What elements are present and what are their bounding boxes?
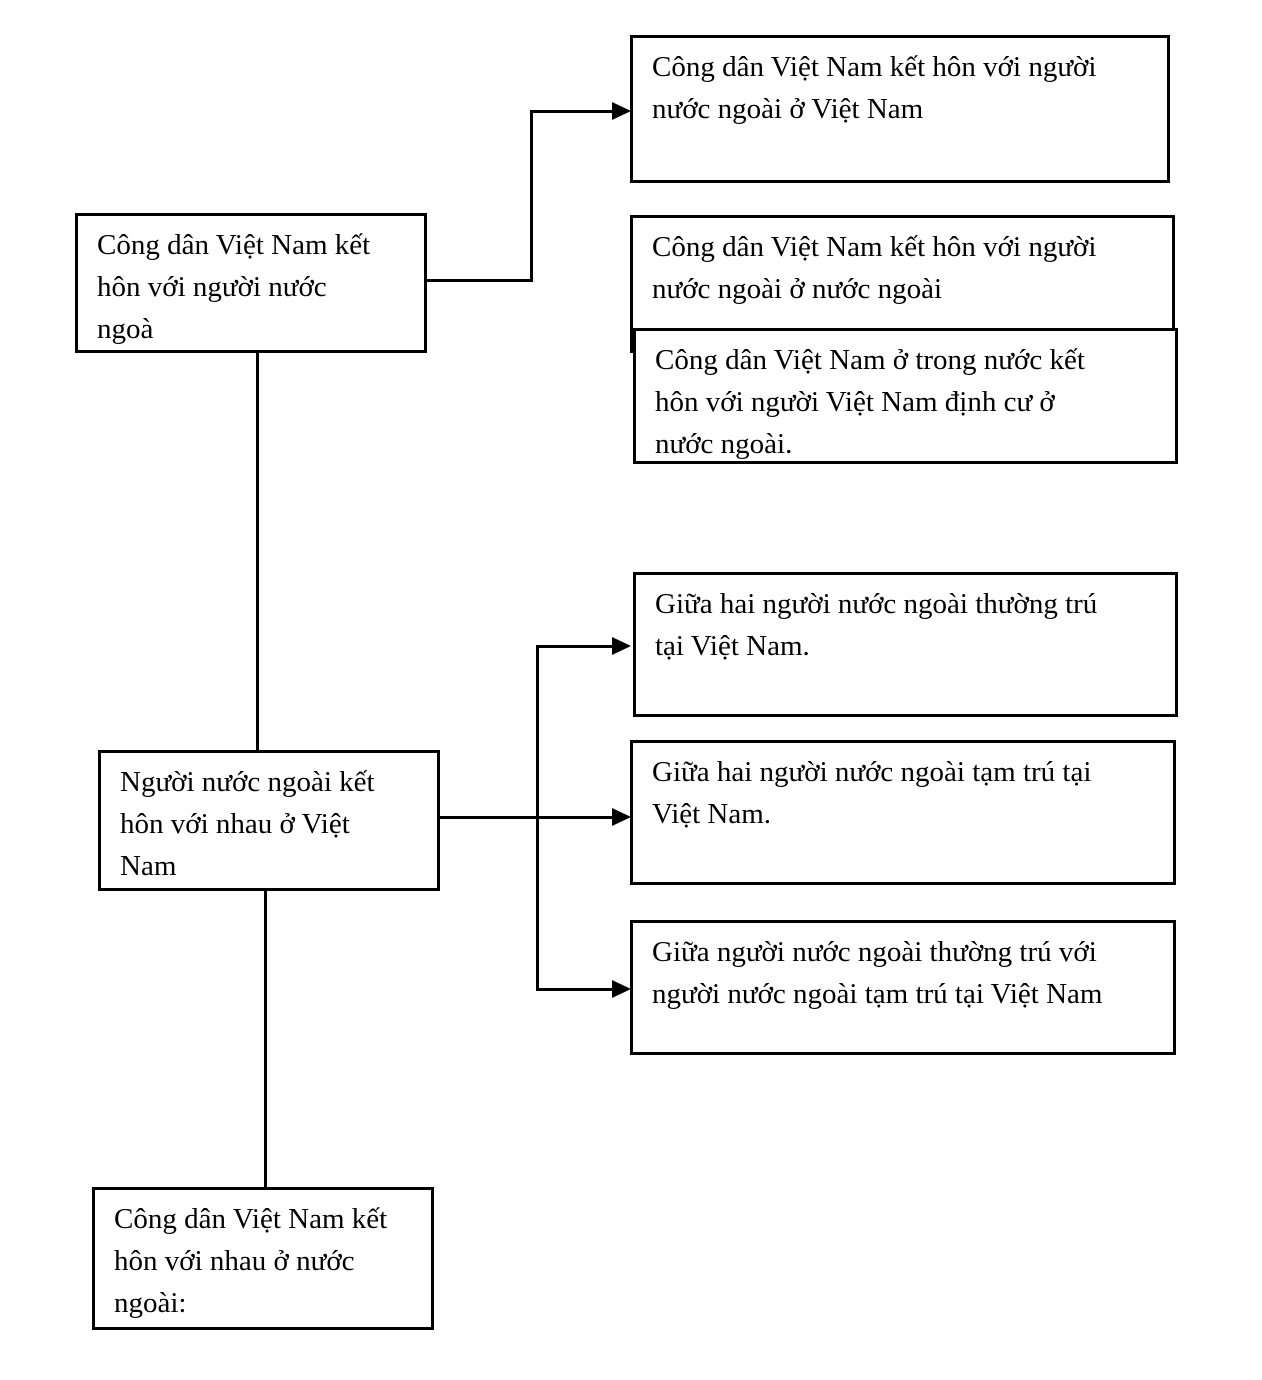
- node-citizen-marries-foreigner: Công dân Việt Nam kết hôn với người nước…: [75, 213, 427, 353]
- connector-left1-to-right1-line: [530, 110, 616, 113]
- arrowhead-icon: [612, 980, 631, 998]
- connector-left1-horizontal-line: [427, 279, 533, 282]
- node-two-foreigners-temporary: Giữa hai người nước ngoài tạm trú tại Vi…: [630, 740, 1176, 885]
- connector-left1-vertical-line: [530, 110, 533, 282]
- node-citizen-overseas-vietnamese: Công dân Việt Nam ở trong nước kết hôn v…: [633, 328, 1178, 464]
- connector-left2-trunk-line: [440, 816, 616, 819]
- connector-left1-to-left2-line: [256, 353, 259, 750]
- node-foreigners-marry-in-vietnam: Người nước ngoài kết hôn với nhau ở Việt…: [98, 750, 440, 891]
- node-citizen-foreigner-in-vietnam: Công dân Việt Nam kết hôn với người nước…: [630, 35, 1170, 183]
- connector-left2-to-right4-line: [536, 645, 616, 648]
- connector-left2-to-left3-line: [264, 891, 267, 1187]
- arrowhead-icon: [612, 808, 631, 826]
- arrowhead-icon: [612, 102, 631, 120]
- connector-left2-branch-vertical-line: [536, 645, 539, 991]
- node-two-foreigners-permanent: Giữa hai người nước ngoài thường trú tại…: [633, 572, 1178, 717]
- node-citizens-marry-abroad: Công dân Việt Nam kết hôn với nhau ở nướ…: [92, 1187, 434, 1330]
- node-permanent-with-temporary: Giữa người nước ngoài thường trú với ngư…: [630, 920, 1176, 1055]
- connector-left2-to-right6-line: [536, 988, 616, 991]
- arrowhead-icon: [612, 637, 631, 655]
